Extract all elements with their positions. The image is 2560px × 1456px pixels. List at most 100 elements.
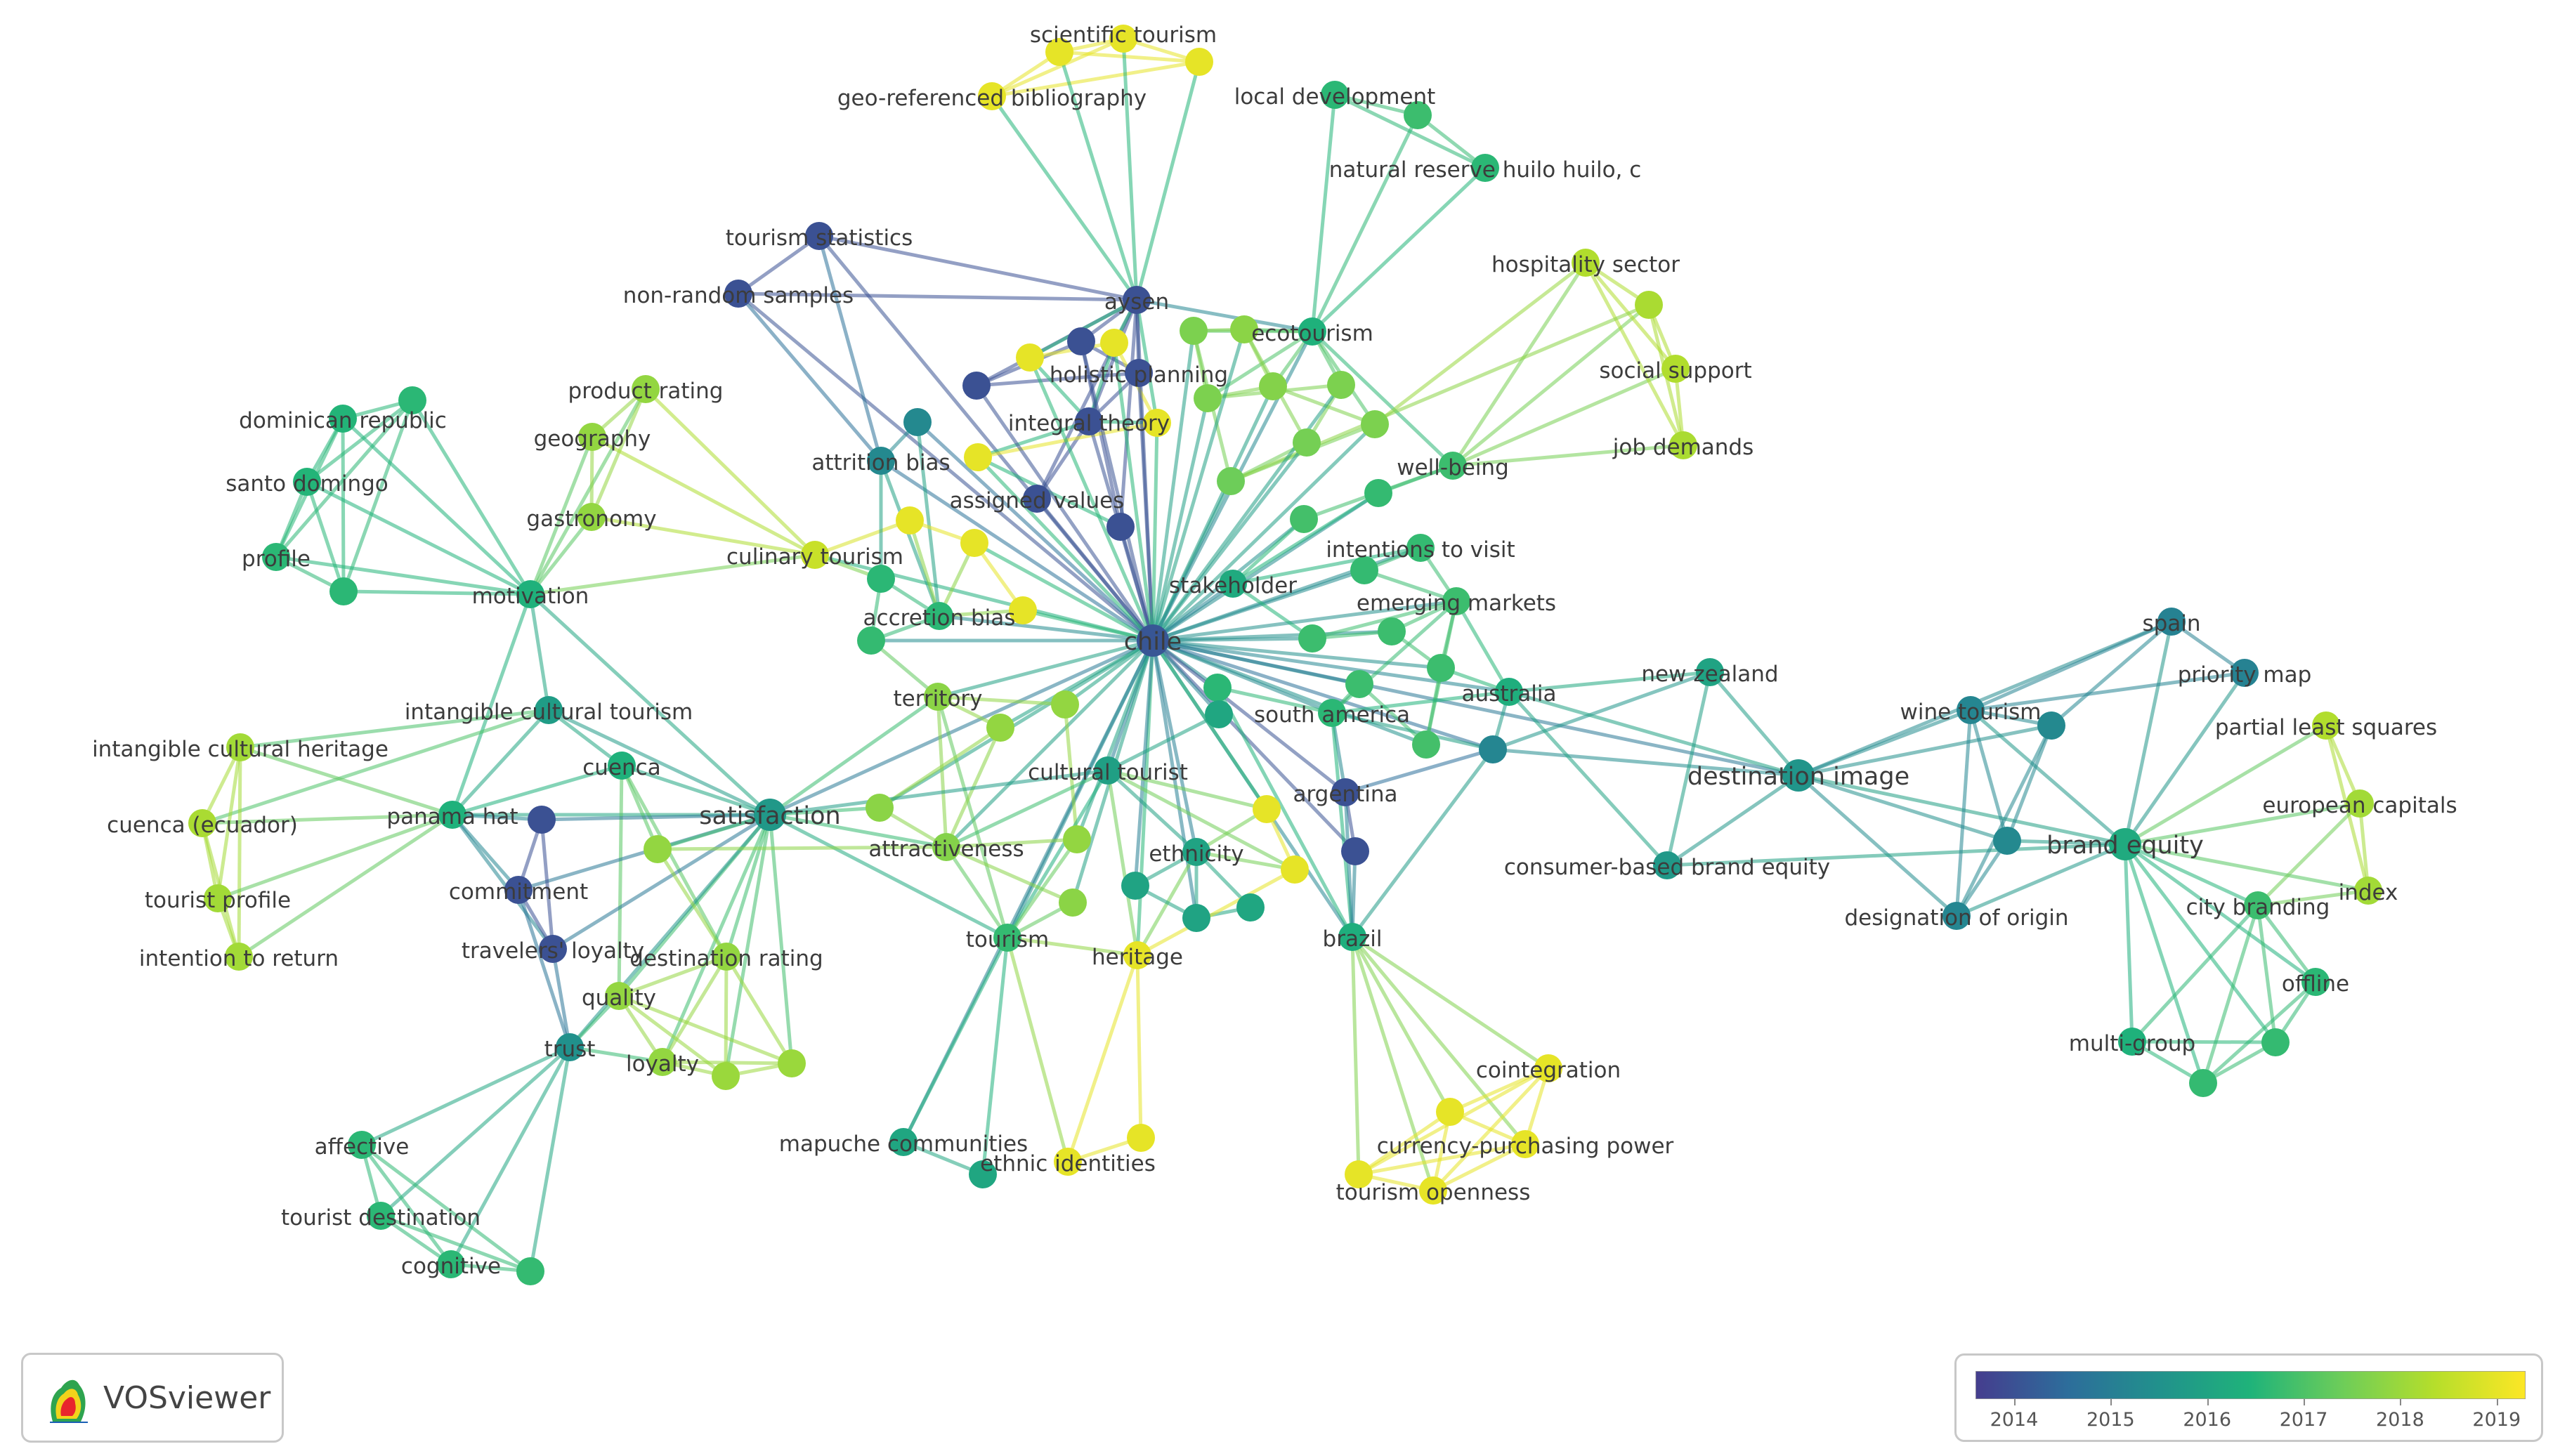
node-social-support[interactable] [1661, 355, 1690, 383]
node-panama-hat[interactable] [438, 801, 466, 829]
node-unlabeled[interactable] [867, 565, 895, 593]
node-label-dominican-republic[interactable]: dominican republic [239, 408, 447, 433]
node-label-product-rating[interactable]: product rating [568, 379, 724, 404]
node-label-gastronomy[interactable]: gastronomy [526, 506, 656, 532]
node-accretion-bias[interactable] [925, 602, 953, 630]
node-heritage[interactable] [1123, 941, 1151, 969]
node-label-assigned-values[interactable]: assigned values [950, 488, 1125, 513]
node-loyalty[interactable] [648, 1048, 677, 1076]
node-unlabeled[interactable] [1253, 795, 1281, 823]
node-destination-rating[interactable] [712, 943, 740, 971]
node-offline[interactable] [2301, 968, 2330, 996]
node-unlabeled[interactable] [960, 529, 988, 557]
node-affective[interactable] [348, 1131, 376, 1159]
node-label-ethnicity[interactable]: ethnicity [1149, 841, 1243, 867]
node-label-affective[interactable]: affective [315, 1134, 410, 1160]
node-local-development[interactable] [1321, 81, 1349, 109]
node-cuenca-ecuador[interactable] [188, 809, 216, 837]
node-label-destination-rating[interactable]: destination rating [629, 946, 823, 971]
node-cuenca[interactable] [608, 752, 636, 780]
node-label-loyalty[interactable]: loyalty [626, 1051, 699, 1077]
node-label-santo-domingo[interactable]: santo domingo [226, 471, 388, 497]
node-unlabeled[interactable] [896, 506, 924, 534]
node-unlabeled[interactable] [1436, 1098, 1464, 1126]
node-label-city-branding[interactable]: city branding [2186, 895, 2330, 920]
node-label-south-america[interactable]: south america [1254, 702, 1410, 728]
node-european-capitals[interactable] [2346, 789, 2374, 818]
node-label-chile[interactable]: chile [1124, 628, 1182, 656]
node-unlabeled[interactable] [1143, 409, 1171, 437]
node-trust[interactable] [556, 1033, 584, 1061]
node-label-cultural-tourist[interactable]: cultural tourist [1028, 760, 1188, 785]
node-label-holistic-planning[interactable]: holistic planning [1050, 362, 1228, 388]
node-label-tourist-destination[interactable]: tourist destination [281, 1205, 481, 1231]
node-label-multi-group[interactable]: multi-group [2069, 1031, 2195, 1056]
node-label-non-random-samples[interactable]: non-random samples [623, 283, 854, 308]
node-unlabeled[interactable] [329, 577, 358, 605]
node-label-stakeholder[interactable]: stakeholder [1169, 573, 1297, 598]
node-label-currency-purchasing-power[interactable]: currency-purchasing power [1377, 1134, 1674, 1159]
node-label-australia[interactable]: australia [1462, 681, 1557, 707]
node-wine-tourism[interactable] [1957, 696, 1985, 724]
node-label-partial-least-squares[interactable]: partial least squares [2215, 715, 2437, 740]
node-city-branding[interactable] [2244, 891, 2272, 919]
node-label-tourist-profile[interactable]: tourist profile [145, 888, 291, 913]
node-dominican-republic[interactable] [329, 405, 357, 433]
node-label-tourism-openness[interactable]: tourism openness [1336, 1180, 1531, 1205]
node-label-intentions-to-visit[interactable]: intentions to visit [1326, 537, 1515, 563]
node-unlabeled[interactable] [1378, 617, 1406, 645]
node-unlabeled[interactable] [964, 443, 992, 471]
node-unlabeled[interactable] [1350, 556, 1378, 584]
node-unlabeled[interactable] [2189, 1069, 2217, 1097]
node-unlabeled[interactable] [1635, 291, 1663, 319]
node-label-intangible-cultural-heritage[interactable]: intangible cultural heritage [92, 737, 388, 762]
node-unlabeled[interactable] [1427, 654, 1455, 682]
node-job-demands[interactable] [1669, 431, 1697, 459]
node-label-intention-to-return[interactable]: intention to return [139, 946, 339, 971]
node-ethnicity[interactable] [1182, 838, 1210, 866]
node-tourism-openness[interactable] [1419, 1176, 1447, 1205]
node-scientific-tourism[interactable] [1109, 25, 1137, 53]
node-quality[interactable] [605, 982, 633, 1010]
node-unlabeled[interactable] [1327, 371, 1355, 399]
node-multi-group[interactable] [2118, 1028, 2146, 1056]
node-santo-domingo[interactable] [293, 468, 321, 496]
node-partial-least-squares[interactable] [2312, 711, 2340, 740]
node-unlabeled[interactable] [903, 408, 932, 436]
node-unlabeled[interactable] [1100, 329, 1128, 357]
node-label-quality[interactable]: quality [582, 985, 656, 1011]
node-new-zealand[interactable] [1696, 658, 1724, 686]
node-label-emerging-markets[interactable]: emerging markets [1357, 591, 1556, 616]
node-unlabeled[interactable] [1063, 825, 1091, 853]
node-unlabeled[interactable] [1293, 428, 1321, 457]
node-unlabeled[interactable] [1067, 327, 1095, 355]
node-label-european-capitals[interactable]: european capitals [2262, 793, 2457, 818]
node-label-designation-of-origin[interactable]: designation of origin [1844, 905, 2068, 931]
node-territory[interactable] [924, 683, 952, 711]
node-label-integral-theory[interactable]: integral theory [1008, 411, 1170, 436]
node-label-heritage[interactable]: heritage [1092, 945, 1183, 970]
node-satisfaction[interactable] [754, 799, 786, 831]
node-geography[interactable] [578, 423, 606, 451]
node-profile[interactable] [262, 543, 290, 571]
node-emerging-markets[interactable] [1442, 587, 1470, 615]
node-label-panama-hat[interactable]: panama hat [386, 804, 518, 829]
node-unlabeled[interactable] [1182, 904, 1210, 932]
node-unlabeled[interactable] [857, 627, 885, 655]
node-unlabeled[interactable] [969, 1160, 997, 1188]
node-label-natural-reserve-huilo-huilo-c[interactable]: natural reserve huilo huilo, c [1329, 157, 1642, 183]
node-unlabeled[interactable] [1259, 372, 1287, 400]
node-holistic-planning[interactable] [1125, 359, 1153, 387]
node-tourism[interactable] [993, 924, 1021, 952]
node-cultural-tourist[interactable] [1094, 756, 1122, 785]
node-intention-to-return[interactable] [225, 943, 253, 971]
node-label-territory[interactable]: territory [894, 686, 983, 711]
node-label-travelers-loyalty[interactable]: travelers' loyalty [462, 938, 644, 964]
node-geo-referenced-bibliography[interactable] [978, 82, 1006, 110]
node-label-motivation[interactable]: motivation [472, 584, 589, 609]
node-unlabeled[interactable] [1205, 700, 1233, 728]
node-index[interactable] [2354, 877, 2382, 905]
node-label-job-demands[interactable]: job demands [1612, 435, 1754, 460]
node-brand-equity[interactable] [2109, 828, 2141, 860]
node-cognitive[interactable] [437, 1250, 465, 1278]
